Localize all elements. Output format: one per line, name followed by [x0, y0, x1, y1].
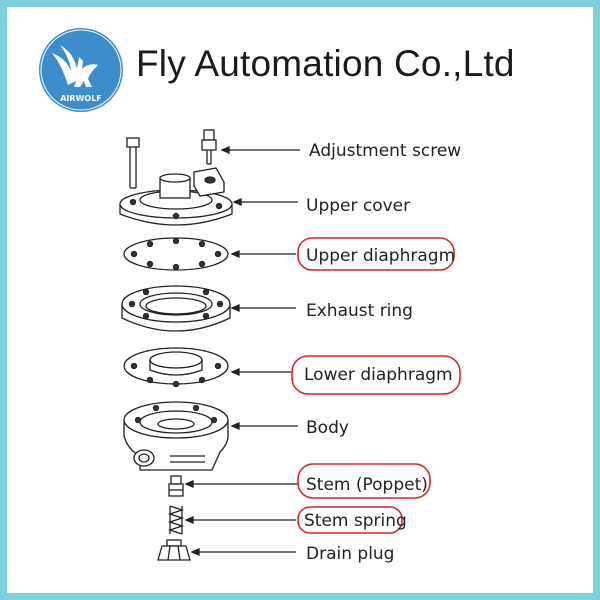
upper-diaphragm-icon [123, 237, 229, 271]
drain-plug-icon [157, 539, 191, 561]
lower-diaphragm-icon [123, 347, 229, 388]
leader-lines [184, 146, 300, 556]
header: AIRWOLF Fly Automation Co.,Ltd [0, 0, 600, 120]
highlight-marks [291, 237, 461, 534]
stem-spring-icon [167, 505, 185, 535]
body-icon [123, 401, 229, 471]
exhaust-ring-icon [121, 285, 231, 332]
label-adjustment-screw: Adjustment screw [309, 141, 461, 161]
bolt-icon [126, 137, 140, 189]
lower-diaphragm-highlight [291, 355, 461, 395]
label-upper-diaphragm: Upper diaphragm [306, 246, 455, 266]
company-name: Fly Automation Co.,Ltd [136, 43, 515, 84]
label-drain-plug: Drain plug [306, 544, 394, 564]
label-upper-cover: Upper cover [306, 196, 410, 216]
label-lower-diaphragm: Lower diaphragm [304, 365, 453, 385]
label-exhaust-ring: Exhaust ring [306, 301, 413, 321]
label-stem-spring: Stem spring [304, 511, 407, 531]
stem-poppet-icon [168, 475, 184, 497]
stem-poppet-highlight [297, 463, 431, 499]
logo-text: AIRWOLF [60, 94, 102, 103]
stem-spring-highlight [297, 506, 403, 534]
label-stem-poppet: Stem (Poppet) [306, 475, 428, 495]
upper-cover-icon [119, 167, 233, 226]
airwolf-logo: AIRWOLF [39, 28, 123, 112]
upper-diaphragm-highlight [297, 237, 455, 271]
label-body: Body [306, 418, 349, 438]
adjustment-screw-icon [201, 129, 217, 165]
